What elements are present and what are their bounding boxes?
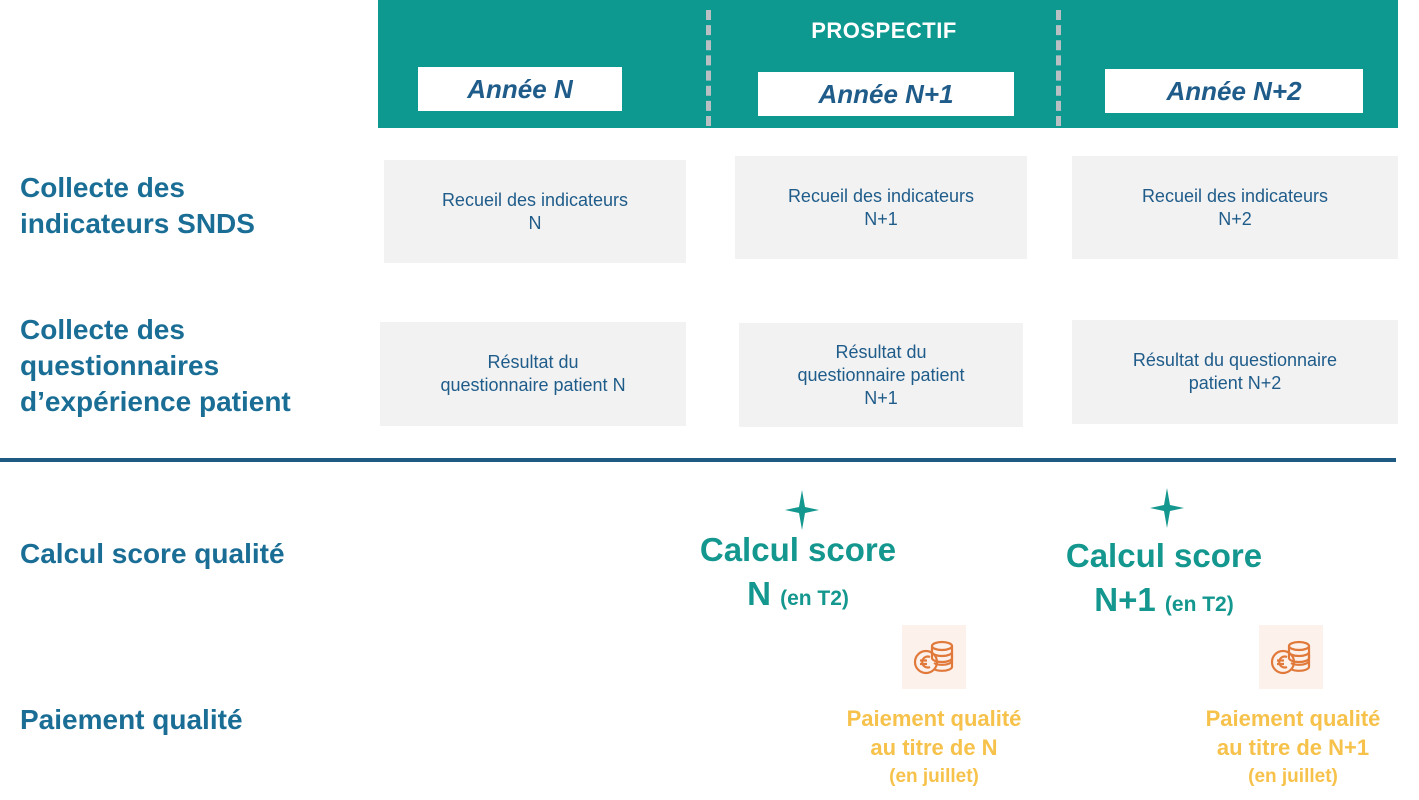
row-label-score: Calcul score qualité [20,538,285,569]
payment-n1-label: Paiement qualité au titre de N+1 (en jui… [1205,706,1381,787]
euro-coins-icon [1259,625,1323,689]
section-separator [0,458,1396,462]
prospectif-label: PROSPECTIF [811,18,957,43]
star-marker-icon [785,490,819,530]
year-n2-box: Année N+2 [1105,69,1363,113]
row-label-snds: Collecte des indicateurs SNDS [20,172,255,239]
year-n1-box: Année N+1 [758,72,1014,116]
divider-dashed-1 [706,10,711,126]
star-marker-icon [1150,488,1184,528]
row-label-payment: Paiement qualité [20,704,243,735]
euro-coins-icon [902,625,966,689]
score-n1-label: Calcul score N+1 (en T2) [1065,537,1263,618]
payment-n-label: Paiement qualité au titre de N (en juill… [846,706,1022,787]
year-n-box: Année N [418,67,622,111]
divider-dashed-2 [1056,10,1061,126]
score-n-label: Calcul score N (en T2) [699,531,897,612]
row-label-questionnaire: Collecte des questionnaires d’expérience… [20,314,291,417]
